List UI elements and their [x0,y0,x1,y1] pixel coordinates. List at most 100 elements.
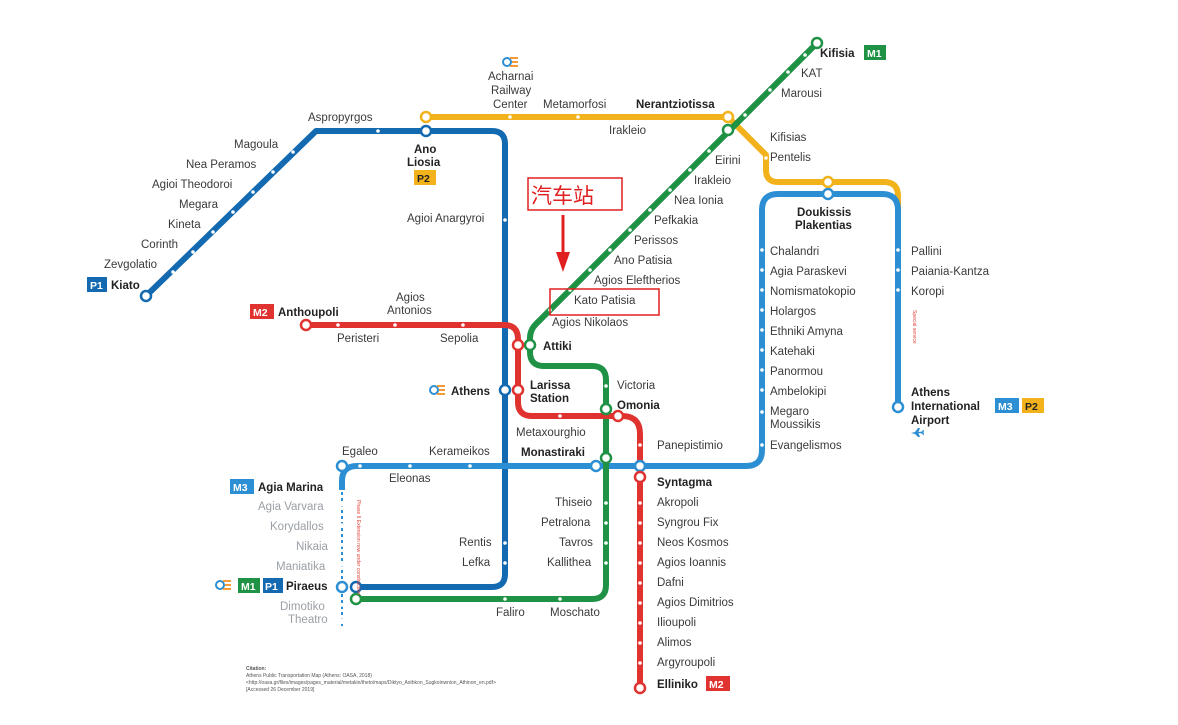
station-nea-peramos[interactable]: Nea Peramos [186,159,257,171]
station-dafni[interactable]: Dafni [657,577,684,589]
interchange-ring[interactable] [611,409,625,423]
station-lefka[interactable]: Lefka [462,557,491,569]
station-kallithea[interactable]: Kallithea [547,557,592,569]
station-agios-ioannis[interactable]: Agios Ioannis [657,557,726,569]
station-kineta[interactable]: Kineta [168,219,201,231]
interchange-ring[interactable] [599,402,613,416]
airport-terminus[interactable]: Athens International Airport M3 P2 [911,387,1044,437]
station-akropoli[interactable]: Akropoli [657,497,699,509]
station-agioi-anargyroi[interactable]: Agioi Anargyroi [407,213,484,225]
station-chalandri[interactable]: Chalandri [770,246,819,258]
station-petralona[interactable]: Petralona [541,517,591,529]
station-agios-eleftherios[interactable]: Agios Eleftherios [594,275,681,287]
station-argyroupoli[interactable]: Argyroupoli [657,657,715,669]
piraeus-terminus[interactable]: M1 P1 Piraeus [215,578,328,593]
station-agios-nikolaos[interactable]: Agios Nikolaos [552,317,628,329]
interchange-ring[interactable] [299,318,313,332]
interchange-ring[interactable] [419,110,433,124]
station-magoula[interactable]: Magoula [234,139,279,151]
station-zevgolatio[interactable]: Zevgolatio [104,259,157,271]
station-metamorfosi[interactable]: Metamorfosi [543,99,606,111]
station-agioi-theodoroi[interactable]: Agioi Theodoroi [152,179,232,191]
interchange-ring[interactable] [523,338,537,352]
interchange-ring[interactable] [633,459,647,473]
station-eirini[interactable]: Eirini [715,155,741,167]
station-koropi[interactable]: Koropi [911,286,944,298]
station-megara[interactable]: Megara [179,199,219,211]
station-irakleio-p2[interactable]: Irakleio [609,125,646,137]
station-tavros[interactable]: Tavros [559,537,593,549]
interchange-ring[interactable] [139,289,153,303]
station-egaleo[interactable]: Egaleo [342,446,378,458]
station-agios-antonios-2[interactable]: Antonios [387,305,432,317]
interchange-ring[interactable] [335,459,349,473]
station-aspropyrgos[interactable]: Aspropyrgos [308,112,373,124]
interchange-ring[interactable] [721,110,735,124]
station-agia-paraskevi[interactable]: Agia Paraskevi [770,266,847,278]
ano-liosia-interchange[interactable]: Ano Liosia P2 [407,144,441,185]
station-pefkakia[interactable]: Pefkakia [654,215,699,227]
station-metaxourghio[interactable]: Metaxourghio [516,427,586,439]
station-alimos[interactable]: Alimos [657,637,692,649]
station-eleonas[interactable]: Eleonas [389,473,431,485]
interchange-ring[interactable] [589,459,603,473]
interchange-ring[interactable] [335,580,349,594]
interchange-ring[interactable] [511,383,525,397]
interchange-ring[interactable] [810,36,824,50]
interchange-ring[interactable] [891,400,905,414]
station-thiseio[interactable]: Thiseio [555,497,592,509]
station-megaro-1[interactable]: Megaro [770,406,809,418]
station-moschato[interactable]: Moschato [550,607,600,619]
station-perissos[interactable]: Perissos [634,235,678,247]
interchange-ring[interactable] [511,338,525,352]
station-sepolia[interactable]: Sepolia [440,333,479,345]
interchange-ring[interactable] [721,123,735,137]
interchange-ring[interactable] [821,175,835,189]
interchange-ring[interactable] [349,592,363,606]
station-corinth[interactable]: Corinth [141,239,178,251]
interchange-ring[interactable] [821,187,835,201]
station-evangelismos[interactable]: Evangelismos [770,440,842,452]
station-kato-patisia[interactable]: Kato Patisia [574,295,636,307]
station-faliro[interactable]: Faliro [496,607,525,619]
station-syngrou-fix[interactable]: Syngrou Fix [657,517,719,529]
station-katehaki[interactable]: Katehaki [770,346,815,358]
station-neos-kosmos[interactable]: Neos Kosmos [657,537,729,549]
interchange-ring[interactable] [419,124,433,138]
station-kat[interactable]: KAT [801,68,823,80]
station-theatro[interactable]: Theatro [288,614,328,626]
station-korydallos[interactable]: Korydallos [270,521,324,533]
elliniko-terminus[interactable]: Elliniko M2 [657,676,730,691]
station-nea-ionia[interactable]: Nea Ionia [674,195,724,207]
station-agios-dimitrios[interactable]: Agios Dimitrios [657,597,734,609]
station-agios-antonios-1[interactable]: Agios [396,292,425,304]
station-holargos[interactable]: Holargos [770,306,816,318]
station-ano-patisia[interactable]: Ano Patisia [614,255,673,267]
station-megaro-2[interactable]: Moussikis [770,419,821,431]
station-maniatika[interactable]: Maniatika [276,561,326,573]
acharnai-railway-center[interactable]: Acharnai Railway Center [488,57,533,111]
station-kifisias[interactable]: Kifisias [770,132,807,144]
station-dimotiko[interactable]: Dimotiko [280,601,325,613]
station-pallini[interactable]: Pallini [911,246,942,258]
anthoupoli-terminus[interactable]: M2 Anthoupoli [250,304,339,319]
station-paiania-kantza[interactable]: Paiania-Kantza [911,266,990,278]
station-panormou[interactable]: Panormou [770,366,823,378]
interchange-ring[interactable] [633,470,647,484]
athens-station[interactable]: Athens [429,385,490,398]
kifisia-terminus[interactable]: Kifisia M1 [820,45,886,60]
interchange-ring[interactable] [633,681,647,695]
station-victoria[interactable]: Victoria [617,380,656,392]
station-peristeri[interactable]: Peristeri [337,333,379,345]
interchange-ring[interactable] [599,451,613,465]
interchange-ring[interactable] [498,383,512,397]
station-pentelis[interactable]: Pentelis [770,152,811,164]
station-kerameikos[interactable]: Kerameikos [429,446,490,458]
station-rentis[interactable]: Rentis [459,537,492,549]
station-ethniki-amyna[interactable]: Ethniki Amyna [770,326,843,338]
kiato-terminus[interactable]: P1 Kiato [87,277,140,292]
station-marousi[interactable]: Marousi [781,88,822,100]
station-nikaia[interactable]: Nikaia [296,541,329,553]
station-nomismatokopio[interactable]: Nomismatokopio [770,286,856,298]
station-agia-varvara[interactable]: Agia Varvara [258,501,324,513]
